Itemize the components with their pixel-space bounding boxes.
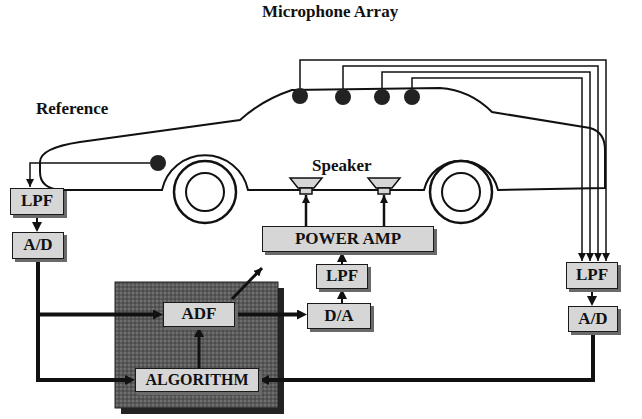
part-label: Microphone Array: [262, 3, 398, 22]
box-label: A/D: [578, 310, 607, 329]
process-box: D/A: [307, 303, 371, 329]
reference-microphone: [150, 155, 166, 171]
box-label: LPF: [576, 266, 608, 285]
algorithm-box: ALGORITHM: [135, 368, 259, 392]
processor-block: [115, 282, 278, 408]
process-box: A/D: [12, 232, 64, 259]
process-box: POWER AMP: [262, 226, 434, 252]
adaptation-arrow: [232, 268, 262, 299]
box-label: A/D: [23, 236, 52, 255]
part-label: Reference: [36, 100, 108, 119]
box-label: LPF: [326, 267, 358, 286]
signal-connector: [235, 313, 297, 317]
part-label: Speaker: [312, 157, 372, 176]
speaker-symbol: [368, 178, 400, 194]
process-box: LPF: [566, 262, 618, 289]
signal-connector: [38, 259, 125, 380]
box-label: LPF: [21, 192, 53, 211]
process-box: ADF: [163, 302, 235, 327]
box-label: POWER AMP: [295, 230, 401, 249]
signal-connector: [198, 337, 201, 368]
microphone-array: [292, 88, 420, 105]
reference-wire: [30, 163, 150, 187]
signal-connector: [36, 215, 38, 222]
box-label: ALGORITHM: [145, 371, 248, 389]
car-body: [40, 88, 605, 190]
signal-connector: [38, 259, 153, 315]
process-box: LPF: [10, 188, 64, 215]
speaker-symbol: [290, 178, 322, 194]
signal-connector: [591, 289, 593, 296]
signal-connector: [269, 332, 593, 380]
wheel: [430, 161, 492, 223]
speaker-wire: [305, 195, 308, 226]
box-label: D/A: [324, 307, 353, 326]
process-box: A/D: [568, 306, 618, 332]
wheel: [174, 161, 236, 223]
process-box: LPF: [316, 264, 368, 289]
box-label: ADF: [182, 305, 217, 324]
speaker-wire: [383, 195, 386, 226]
